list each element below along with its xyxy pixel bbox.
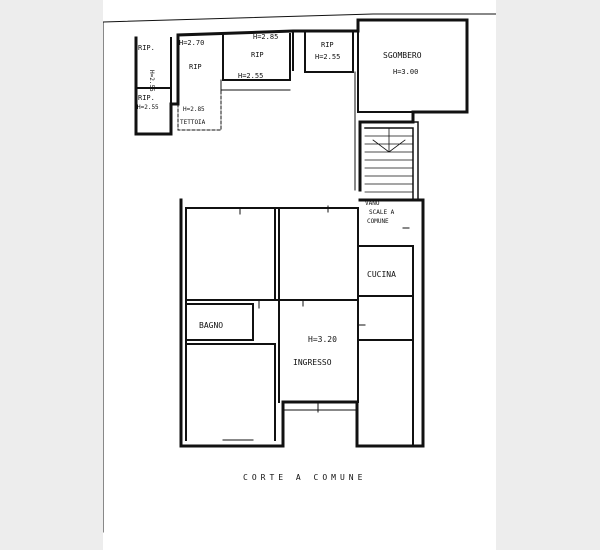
bagno-label: BAGNO <box>199 321 224 330</box>
sgombero-label: SGOMBERO <box>383 51 422 60</box>
vano-line2: SCALE A <box>369 209 395 216</box>
h-sgombero: H=3.00 <box>393 68 419 76</box>
rip-left-mid-label: RIP. <box>138 94 155 102</box>
h-tettoia: H=2.85 <box>183 106 205 113</box>
drawing-sheet: RIP. RIP. H=2.55 H=2.55 RIP H=2.70 RIP H… <box>103 0 496 550</box>
site-boundary <box>103 13 496 533</box>
floor-plan <box>103 13 496 533</box>
h-rip-left-mid: H=2.55 <box>137 104 159 111</box>
house-inner-walls <box>185 207 414 447</box>
vano-line3: COMUNE <box>367 218 389 225</box>
rip-3-label: RIP <box>251 51 264 59</box>
rip-4-label: RIP <box>321 41 334 49</box>
balcony <box>282 401 358 411</box>
annex-inner-walls <box>135 19 414 135</box>
h-ingresso: H=3.20 <box>308 335 337 344</box>
rip-2-label: RIP <box>189 63 202 71</box>
rip-top-left-label: RIP. <box>138 44 155 52</box>
vano-line1: VANO <box>365 200 380 207</box>
tettoia-label: TETTOIA <box>180 119 206 126</box>
ingresso-label: INGRESSO <box>293 358 332 367</box>
h-2: H=2.70 <box>179 39 205 47</box>
corte-comune-label: CORTE A COMUNE <box>243 473 367 482</box>
tettoia-outline <box>177 79 222 131</box>
h-3b: H=2.55 <box>238 72 264 80</box>
cucina-label: CUCINA <box>367 270 396 279</box>
h-4: H=2.55 <box>315 53 341 61</box>
annex-corridor <box>220 71 356 191</box>
h-3a: H=2.85 <box>253 33 279 41</box>
h-small-vertical: H=2.55 <box>148 70 155 92</box>
stair-treads <box>364 127 414 193</box>
door-marks <box>222 205 410 441</box>
